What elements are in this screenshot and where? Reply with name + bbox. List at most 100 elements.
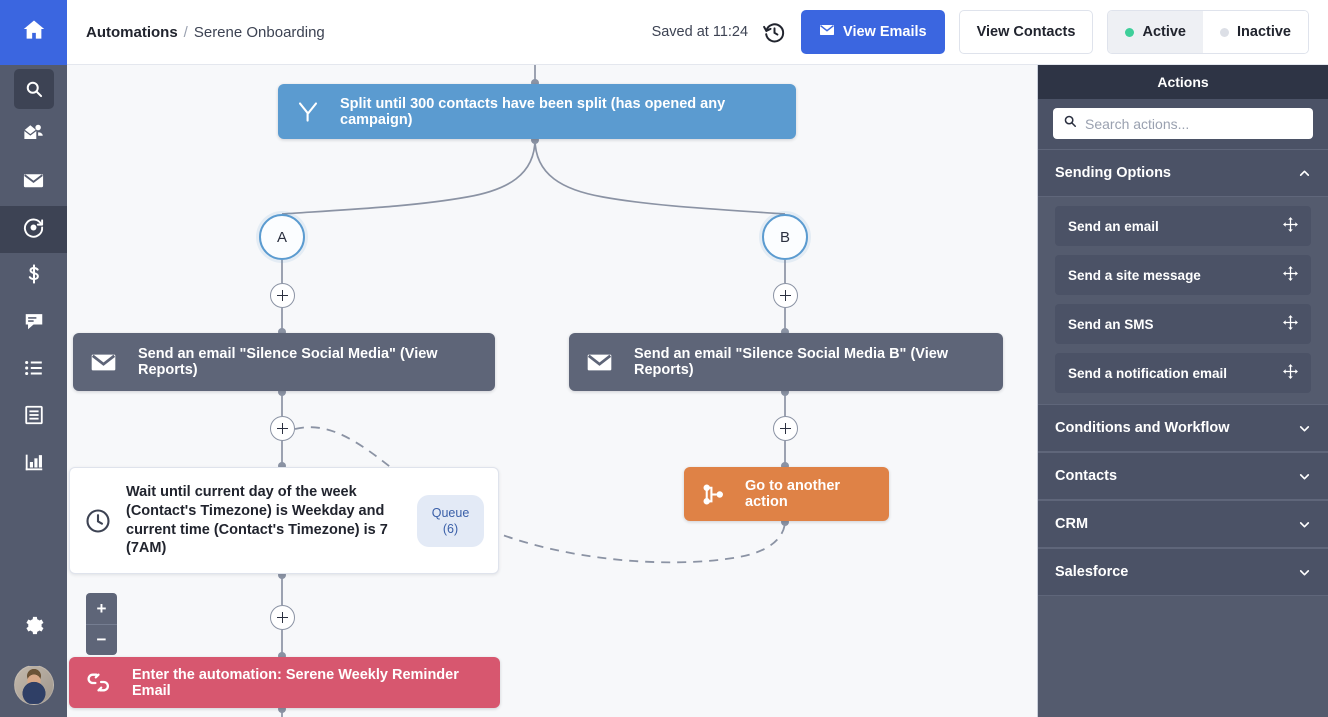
- sidebar-item-search[interactable]: [0, 65, 67, 112]
- node-split[interactable]: Split until 300 contacts have been split…: [278, 84, 796, 139]
- top-header: Automations / Serene Onboarding Saved at 1…: [67, 0, 1328, 65]
- view-contacts-label: View Contacts: [976, 24, 1076, 40]
- automation-arrows-icon: [86, 670, 111, 695]
- section-label-conditions-and-workflow: Conditions and Workflow: [1055, 420, 1230, 436]
- status-toggle: Active Inactive: [1107, 10, 1309, 54]
- action-item-send-a-notification-email[interactable]: Send a notification email: [1055, 353, 1311, 393]
- node-send-email-b-label: Send an email "Silence Social Media B" (…: [634, 346, 949, 378]
- section-items-sending-options: Send an email Send a site message Send a…: [1038, 197, 1328, 404]
- automations-gear-icon: [22, 216, 45, 244]
- sidebar-item-deals[interactable]: [0, 253, 67, 300]
- contacts-icon: [23, 122, 45, 149]
- search-icon: [13, 68, 54, 109]
- chevron-down-icon: [1298, 422, 1311, 435]
- connector-wires: [278, 65, 789, 717]
- section-header-crm[interactable]: CRM: [1038, 500, 1328, 548]
- status-active-label: Active: [1142, 24, 1186, 40]
- sidebar-item-campaigns[interactable]: [0, 159, 67, 206]
- list-icon: [23, 357, 45, 384]
- status-toggle-active[interactable]: Active: [1108, 11, 1203, 53]
- sidebar-item-conversations[interactable]: [0, 300, 67, 347]
- history-clock-icon[interactable]: [762, 20, 787, 45]
- add-step-button-a3[interactable]: [270, 605, 295, 630]
- view-emails-label: View Emails: [843, 24, 927, 40]
- actions-panel: Actions Sending Options Send: [1037, 65, 1328, 717]
- goto-dashed-link: [294, 426, 786, 564]
- section-label-crm: CRM: [1055, 516, 1089, 532]
- add-step-button-b1[interactable]: [773, 283, 798, 308]
- actions-panel-title: Actions: [1038, 65, 1328, 99]
- nav-item-list: [0, 65, 67, 488]
- chevron-down-icon: [1298, 518, 1311, 531]
- node-send-email-b[interactable]: Send an email "Silence Social Media B" (…: [569, 333, 1003, 391]
- sidebar-item-settings[interactable]: [0, 604, 67, 651]
- drag-move-icon[interactable]: [1282, 265, 1299, 285]
- sidebar-item-automations[interactable]: [0, 206, 67, 253]
- add-step-button-a2[interactable]: [270, 416, 295, 441]
- node-goto-action[interactable]: Go to another action: [684, 467, 889, 521]
- search-input[interactable]: [1085, 115, 1303, 132]
- node-wait-condition[interactable]: Wait until current day of the week (Cont…: [69, 467, 499, 574]
- section-label-sending-options: Sending Options: [1055, 165, 1171, 181]
- action-item-label: Send a site message: [1068, 267, 1201, 283]
- status-inactive-label: Inactive: [1237, 24, 1291, 40]
- canvas-zoom-controls: + −: [86, 593, 117, 655]
- envelope-icon: [22, 169, 45, 197]
- breadcrumb-current: Serene Onboarding: [193, 23, 325, 41]
- drag-move-icon[interactable]: [1282, 363, 1299, 383]
- action-item-send-a-site-message[interactable]: Send a site message: [1055, 255, 1311, 295]
- add-step-button-a1[interactable]: [270, 283, 295, 308]
- action-item-send-an-email[interactable]: Send an email: [1055, 206, 1311, 246]
- envelope-icon: [819, 22, 835, 42]
- goto-branch-icon: [701, 482, 726, 507]
- status-toggle-inactive[interactable]: Inactive: [1203, 11, 1308, 53]
- branch-b-label: B: [779, 228, 790, 246]
- sidebar-item-contacts[interactable]: [0, 112, 67, 159]
- node-wait-label: Wait until current day of the week (Cont…: [126, 484, 388, 557]
- nav-bottom-group: [0, 604, 67, 717]
- inactive-status-dot: [1220, 27, 1229, 37]
- section-header-salesforce[interactable]: Salesforce: [1038, 548, 1328, 596]
- header-actions: Saved at 11:24 View Emails Vie: [652, 10, 1309, 54]
- active-status-dot: [1125, 27, 1135, 37]
- drag-move-icon[interactable]: [1282, 314, 1299, 334]
- chevron-down-icon: [1298, 566, 1311, 579]
- add-step-button-b2[interactable]: [773, 416, 798, 441]
- drag-move-icon[interactable]: [1282, 216, 1299, 236]
- split-fork-icon: [296, 100, 320, 124]
- left-navigation-sidebar: [0, 0, 67, 717]
- zoom-in-button[interactable]: +: [86, 593, 117, 624]
- section-header-conditions-and-workflow[interactable]: Conditions and Workflow: [1038, 404, 1328, 452]
- section-header-sending-options[interactable]: Sending Options: [1038, 149, 1328, 197]
- queue-badge[interactable]: Queue (6): [417, 494, 484, 547]
- home-icon: [21, 17, 47, 48]
- node-enter-automation[interactable]: Enter the automation: Serene Weekly Remi…: [69, 657, 500, 708]
- zoom-out-button[interactable]: −: [86, 624, 117, 655]
- automation-canvas[interactable]: Split until 300 contacts have been split…: [67, 65, 1037, 717]
- branch-circle-b[interactable]: B: [762, 214, 808, 260]
- node-goto-label: Go to another action: [745, 478, 841, 510]
- breadcrumb-automations[interactable]: Automations: [86, 23, 178, 41]
- clock-icon: [84, 507, 112, 535]
- view-emails-button[interactable]: View Emails: [801, 10, 945, 54]
- view-contacts-button[interactable]: View Contacts: [958, 10, 1094, 54]
- chevron-up-icon: [1298, 167, 1311, 180]
- chevron-down-icon: [1298, 470, 1311, 483]
- section-header-contacts[interactable]: Contacts: [1038, 452, 1328, 500]
- envelope-icon: [586, 349, 613, 376]
- section-label-salesforce: Salesforce: [1055, 564, 1129, 580]
- node-send-email-a-label: Send an email "Silence Social Media" (Vi…: [138, 346, 438, 378]
- action-item-send-an-sms[interactable]: Send an SMS: [1055, 304, 1311, 344]
- sidebar-item-reports[interactable]: [0, 441, 67, 488]
- sidebar-item-lists[interactable]: [0, 347, 67, 394]
- sidebar-item-forms[interactable]: [0, 394, 67, 441]
- actions-search-box[interactable]: [1053, 108, 1313, 139]
- breadcrumb: Automations / Serene Onboarding: [86, 24, 325, 41]
- breadcrumb-separator: /: [183, 23, 188, 41]
- user-avatar[interactable]: [13, 665, 54, 705]
- home-button[interactable]: [0, 0, 67, 65]
- node-send-email-a[interactable]: Send an email "Silence Social Media" (Vi…: [73, 333, 495, 391]
- forms-icon: [23, 404, 45, 431]
- branch-circle-a[interactable]: A: [259, 214, 305, 260]
